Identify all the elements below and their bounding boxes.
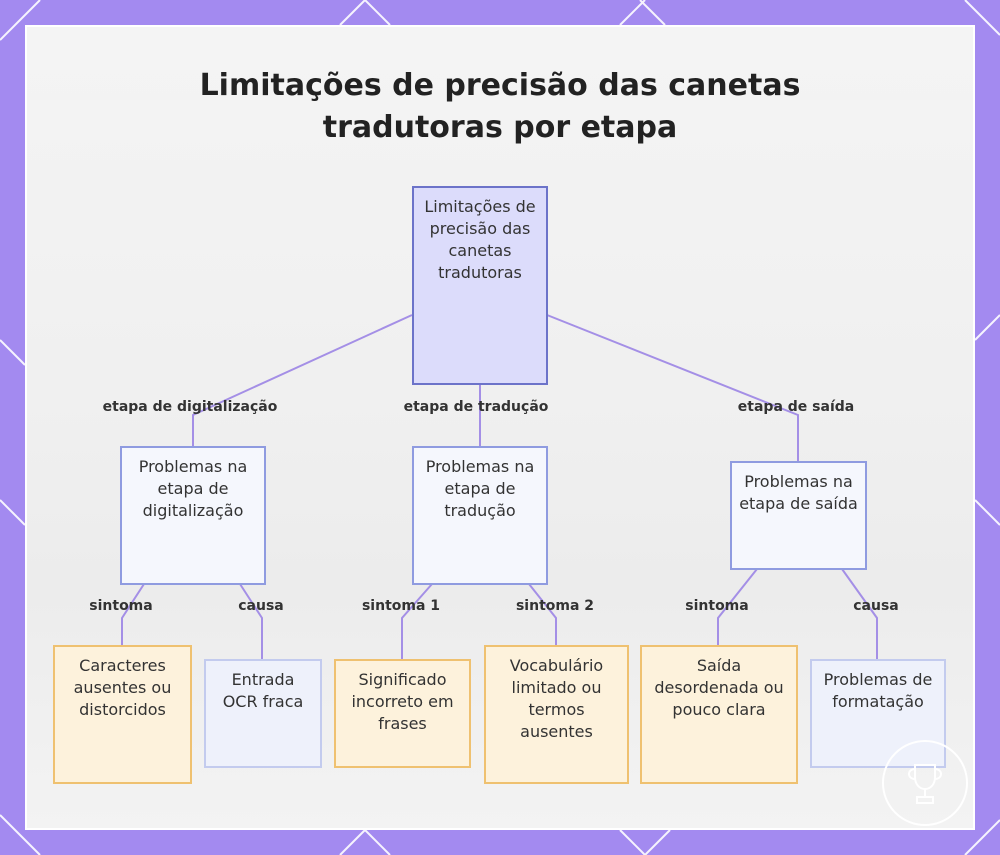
edge-label-scan-symptom: sintoma [89, 598, 152, 614]
edge-root-scan [193, 315, 412, 447]
edge-label-output: etapa de saída [738, 399, 854, 415]
edge-scan-cause [240, 584, 262, 660]
root-node: Limitações de precisão das canetas tradu… [412, 186, 548, 385]
watermark-badge [882, 740, 968, 826]
stage-node-scan: Problemas na etapa de digitalização [120, 446, 266, 585]
edge-label-output-cause: causa [853, 598, 899, 614]
leaf-node-scan-symptom: Caracteres ausentes ou distorcidos [53, 645, 192, 784]
leaf-node-translate-symptom2-label: Vocabulário limitado ou termos ausentes [492, 655, 621, 743]
leaf-node-scan-cause-label: Entrada OCR fraca [212, 669, 314, 713]
root-node-label: Limitações de precisão das canetas tradu… [420, 196, 540, 284]
leaf-node-scan-cause: Entrada OCR fraca [204, 659, 322, 768]
edge-label-translate-symptom2: sintoma 2 [516, 598, 594, 614]
leaf-node-output-symptom: Saída desordenada ou pouco clara [640, 645, 798, 784]
leaf-node-scan-symptom-label: Caracteres ausentes ou distorcidos [61, 655, 184, 721]
edge-label-translate: etapa de tradução [404, 399, 549, 415]
edge-label-output-symptom: sintoma [685, 598, 748, 614]
trophy-icon [903, 759, 947, 807]
leaf-node-translate-symptom1: Significado incorreto em frases [334, 659, 471, 768]
stage-node-output-label: Problemas na etapa de saída [738, 471, 859, 515]
leaf-node-output-symptom-label: Saída desordenada ou pouco clara [648, 655, 790, 721]
stage-node-output: Problemas na etapa de saída [730, 461, 867, 570]
stage-node-scan-label: Problemas na etapa de digitalização [128, 456, 258, 522]
leaf-node-translate-symptom2: Vocabulário limitado ou termos ausentes [484, 645, 629, 784]
leaf-node-output-cause-label: Problemas de formatação [818, 669, 938, 713]
edge-label-scan-cause: causa [238, 598, 284, 614]
edge-translate-symptom2 [529, 584, 556, 646]
edge-label-translate-symptom1: sintoma 1 [362, 598, 440, 614]
stage-node-translate: Problemas na etapa de tradução [412, 446, 548, 585]
stage-node-translate-label: Problemas na etapa de tradução [420, 456, 540, 522]
edge-label-scan: etapa de digitalização [103, 399, 278, 415]
edge-root-output [547, 315, 798, 462]
edge-scan-symptom [122, 584, 144, 646]
edge-translate-symptom1 [402, 584, 432, 660]
leaf-node-translate-symptom1-label: Significado incorreto em frases [342, 669, 463, 735]
edge-output-cause [842, 569, 877, 660]
